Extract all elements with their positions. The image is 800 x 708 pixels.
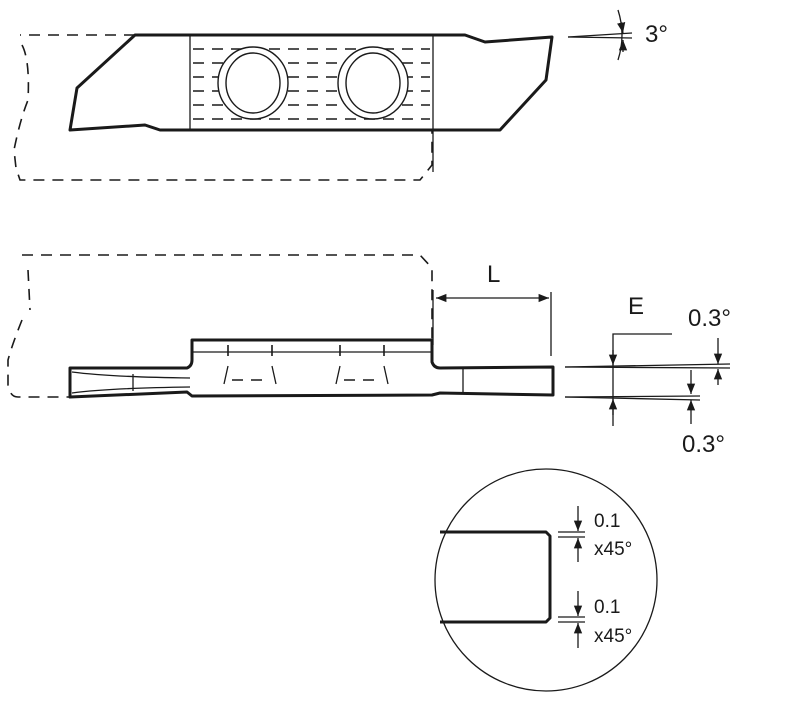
upper-angle-label: 0.3° bbox=[688, 305, 731, 332]
angle-dimension-3deg: 3° bbox=[567, 9, 668, 61]
holder-outline-dashed bbox=[13, 34, 433, 181]
upper-chamfer-angle: x45° bbox=[594, 539, 632, 560]
insert-profile bbox=[68, 338, 555, 399]
length-label: L bbox=[487, 261, 500, 288]
upper-chamfer-dimension: 0.1 x45° bbox=[558, 506, 632, 562]
lower-angle-label: 0.3° bbox=[682, 431, 725, 458]
top-view: 3° bbox=[13, 9, 668, 181]
side-view: L E 0.3° 0.3° bbox=[7, 254, 731, 458]
screw-hole-left bbox=[217, 46, 289, 120]
screw-hole-right bbox=[337, 46, 409, 120]
lower-chamfer-dimension: 0.1 x45° bbox=[558, 591, 632, 648]
lower-chamfer-angle: x45° bbox=[594, 626, 632, 647]
upper-chamfer-size: 0.1 bbox=[594, 511, 620, 532]
holder-outline-dashed bbox=[7, 254, 433, 398]
length-dimension: L bbox=[432, 261, 552, 356]
thickness-label: E bbox=[628, 293, 644, 320]
thickness-dimension: E 0.3° 0.3° bbox=[564, 293, 731, 458]
hidden-holes bbox=[223, 345, 389, 385]
angle-label-3deg: 3° bbox=[645, 21, 668, 48]
detail-circle bbox=[434, 468, 658, 692]
detail-view: 0.1 x45° 0.1 x45° bbox=[434, 468, 658, 692]
edge-detail-profile bbox=[440, 530, 552, 624]
lower-chamfer-size: 0.1 bbox=[594, 597, 620, 618]
insert-outline bbox=[68, 33, 554, 132]
